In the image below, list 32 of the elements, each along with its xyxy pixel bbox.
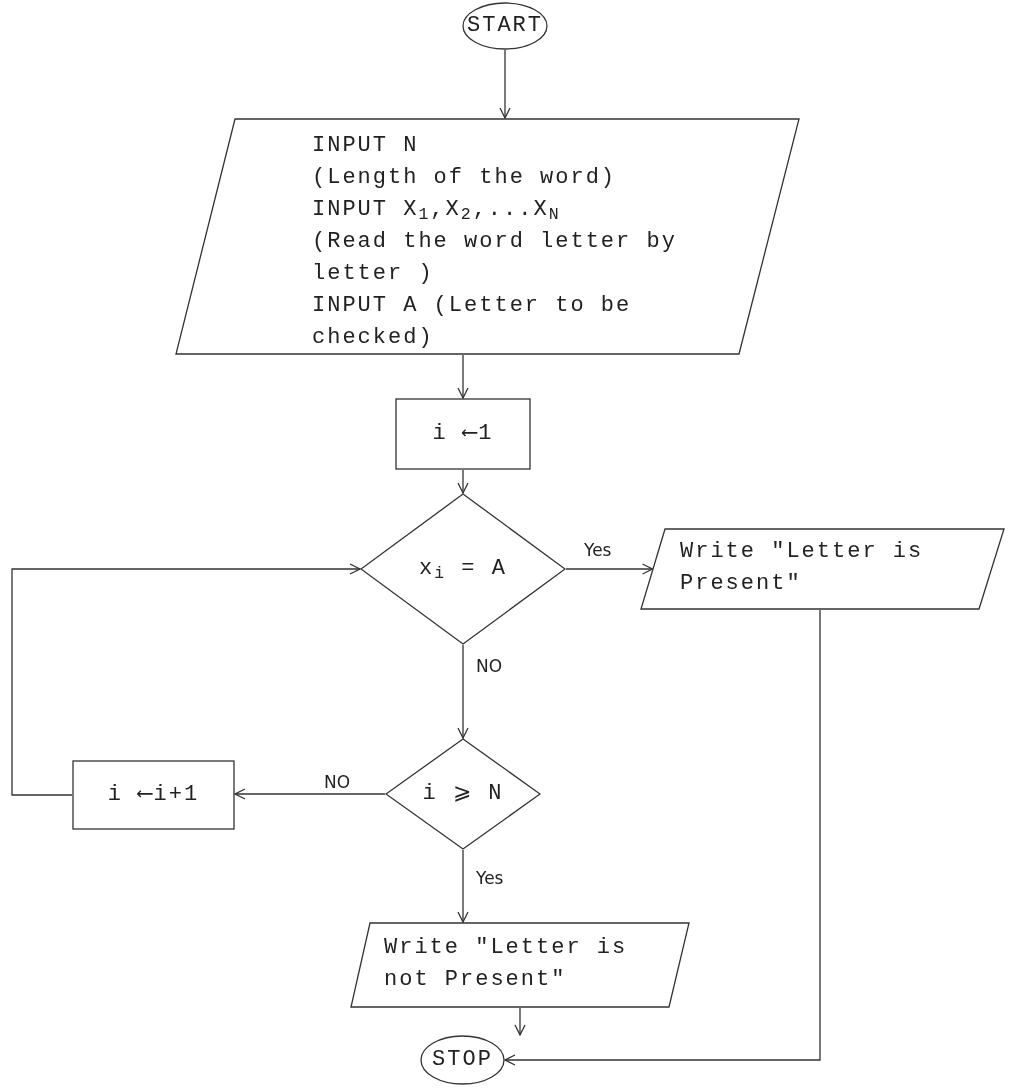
- node-text: Write "Letter is not Present": [384, 934, 629, 994]
- arrow: [565, 563, 654, 575]
- decision-diamond: [360, 493, 566, 645]
- node-text: i ⩾ N: [422, 780, 504, 808]
- process-box: [395, 398, 531, 470]
- output-parallelogram: [350, 922, 690, 1008]
- arrow: [234, 788, 386, 800]
- node-text: INPUT A (Letter to be checked): [312, 292, 633, 352]
- node-text: Write "Letter is Present": [680, 538, 925, 598]
- arrow: [457, 469, 469, 494]
- node-text: INPUT X$_{1}$,X$_{2}$,...X$_{N}$: [312, 196, 561, 226]
- input-parallelogram: [175, 118, 800, 355]
- node-text: INPUT N: [312, 132, 419, 160]
- terminal-oval: [462, 2, 548, 50]
- node-text: i ⟵1: [432, 420, 494, 448]
- arrow: [11, 563, 361, 796]
- node-text: (Length of the word): [312, 164, 617, 192]
- decision-diamond: [385, 738, 541, 850]
- node-text: STOP: [432, 1046, 493, 1074]
- arrow: [504, 609, 821, 1066]
- node-text: (Read the word letter by letter ): [312, 228, 678, 288]
- node-text: START: [467, 12, 543, 40]
- arrow: [457, 849, 469, 923]
- arrow: [457, 354, 469, 399]
- arrow: [457, 644, 469, 739]
- process-box: [72, 760, 235, 830]
- arrow: [514, 1007, 526, 1036]
- node-text: i ⟵i+1: [107, 781, 200, 809]
- node-text: x$_{i}$ = A: [419, 555, 507, 585]
- arrow: [499, 49, 511, 119]
- terminal-oval: [420, 1035, 505, 1085]
- output-parallelogram: [640, 528, 1005, 610]
